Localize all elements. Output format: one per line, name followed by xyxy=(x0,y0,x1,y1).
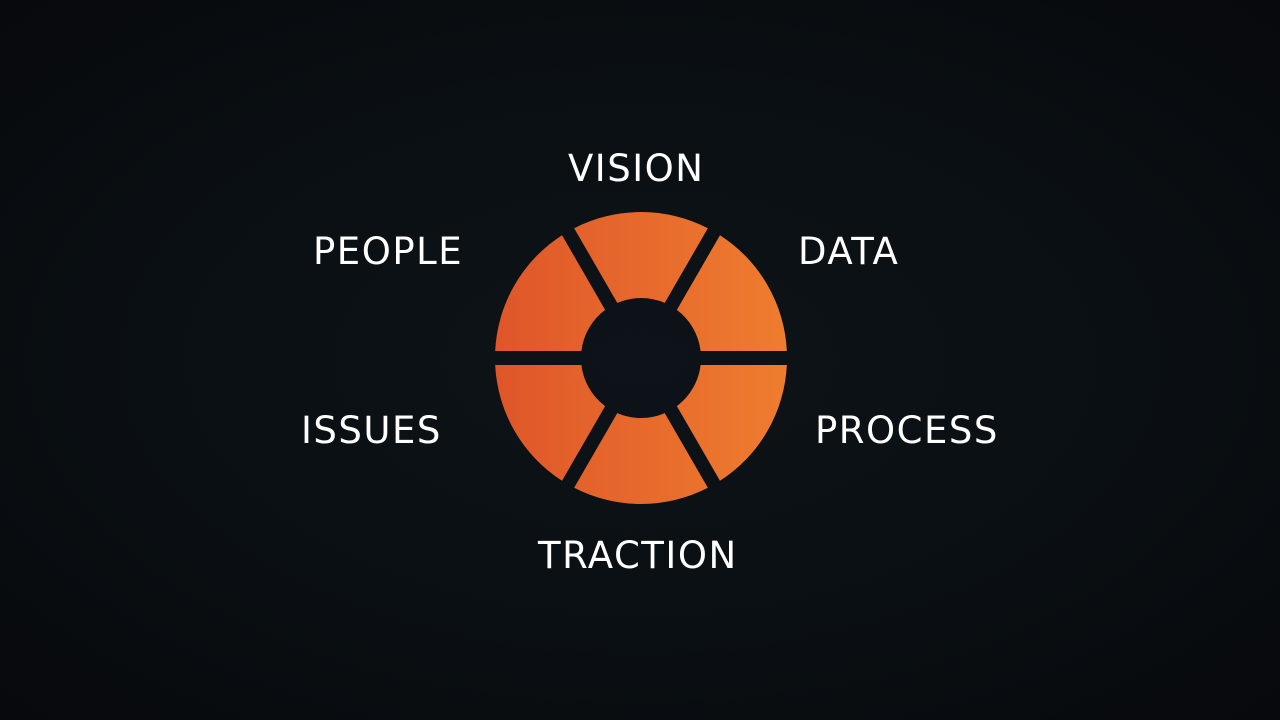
segment-people xyxy=(495,235,606,351)
label-vision: VISION xyxy=(568,147,705,190)
label-process: PROCESS xyxy=(815,409,999,452)
label-traction: TRACTION xyxy=(538,534,738,577)
segment-traction xyxy=(574,413,708,504)
segment-process xyxy=(676,365,787,481)
label-issues: ISSUES xyxy=(301,409,442,452)
segment-issues xyxy=(495,365,606,481)
segment-data xyxy=(676,235,787,351)
segment-vision xyxy=(574,211,708,303)
label-people: PEOPLE xyxy=(313,230,464,273)
label-data: DATA xyxy=(798,230,900,273)
